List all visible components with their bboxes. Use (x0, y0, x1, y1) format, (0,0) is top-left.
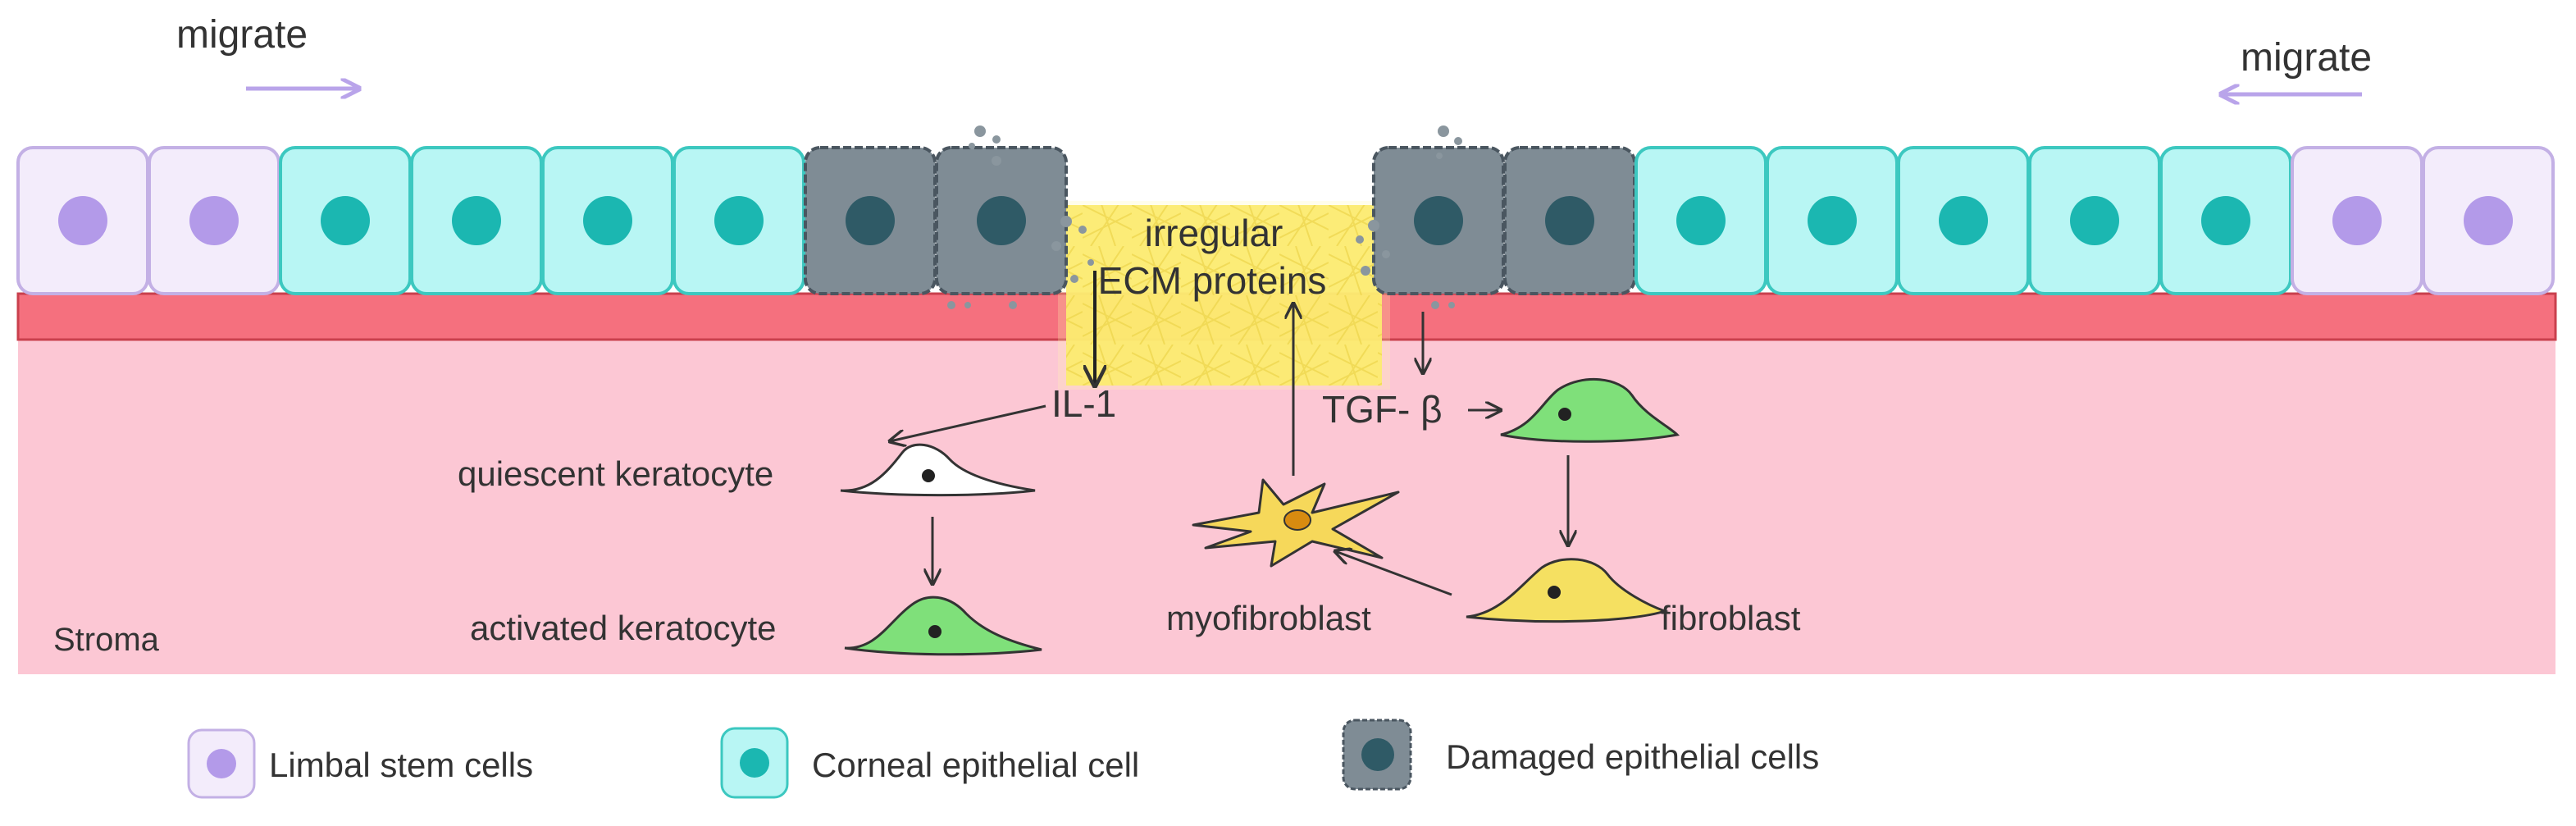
quiescent-keratocyte-nucleus (922, 469, 935, 482)
limbal-epithelial-cell (16, 146, 149, 295)
ecm-wound-area (1058, 201, 1390, 390)
irregular-label: irregular (1145, 212, 1283, 254)
legend-damaged-nucleus (1361, 738, 1394, 771)
stroma-label: Stroma (53, 622, 160, 658)
myofibroblast-label: myofibroblast (1166, 599, 1371, 637)
migrate-right-label: migrate (2241, 36, 2372, 80)
limbal-epithelial-cell (148, 146, 280, 295)
corneal-epithelial-cell (410, 146, 543, 295)
epithelium-right (1372, 146, 2555, 295)
migrate-left-label: migrate (176, 13, 308, 57)
arrow-il1-to-quiescent (890, 404, 1046, 441)
fibroblast-nucleus (1548, 586, 1561, 599)
corneal-cell-nucleus (1939, 196, 1988, 245)
quiescent-keratocyte-label: quiescent keratocyte (458, 454, 773, 493)
damaged-cell-nucleus (977, 196, 1026, 245)
legend-limbal-label: Limbal stem cells (269, 746, 533, 784)
damage-debris (947, 125, 1462, 309)
corneal-epithelial-cell (1766, 146, 1899, 295)
fibroblast-label: fibroblast (1661, 599, 1801, 637)
corneal-epithelial-cell (2028, 146, 2161, 295)
legend-corneal-nucleus (740, 748, 769, 778)
corneal-epithelial-cell (541, 146, 674, 295)
legend-limbal-nucleus (207, 749, 236, 778)
corneal-cell-nucleus (2201, 196, 2250, 245)
damaged-epithelial-cell (935, 146, 1068, 295)
corneal-cell-nucleus (452, 196, 501, 245)
tgf-target-nucleus (1558, 408, 1571, 421)
damaged-cell-nucleus (1545, 196, 1594, 245)
corneal-epithelial-cell (279, 146, 412, 295)
damaged-epithelial-cell (1372, 146, 1505, 295)
il1-label: IL-1 (1051, 382, 1116, 425)
tgf-beta-label: TGF- β (1322, 388, 1443, 431)
limbal-epithelial-cell (2422, 146, 2555, 295)
damaged-epithelial-cell (804, 146, 937, 295)
damaged-epithelial-cell (1503, 146, 1636, 295)
arrow-fibroblast-to-myofibroblast (1335, 551, 1452, 596)
corneal-cell-nucleus (321, 196, 370, 245)
activated-keratocyte-label: activated keratocyte (470, 609, 777, 647)
corneal-cell-nucleus (2070, 196, 2119, 245)
limbal-cell-nucleus (2464, 196, 2513, 245)
corneal-epithelial-cell (2159, 146, 2292, 295)
corneal-epithelial-cell (1897, 146, 2030, 295)
tgf-target-cell (1500, 377, 1680, 443)
limbal-cell-nucleus (2332, 196, 2382, 245)
myofibroblast-nucleus (1283, 509, 1311, 531)
limbal-cell-nucleus (58, 196, 107, 245)
corneal-epithelial-cell (672, 146, 805, 295)
corneal-cell-nucleus (1676, 196, 1726, 245)
corneal-epithelial-cell (1635, 146, 1767, 295)
damaged-cell-nucleus (1414, 196, 1463, 245)
fibroblast-cell (1466, 558, 1669, 623)
activated-keratocyte-nucleus (928, 625, 941, 638)
limbal-cell-nucleus (189, 196, 239, 245)
corneal-cell-nucleus (1808, 196, 1857, 245)
activated-keratocyte-cell (844, 596, 1042, 656)
quiescent-keratocyte-cell (840, 443, 1036, 497)
corneal-cell-nucleus (583, 196, 632, 245)
legend-corneal-label: Corneal epithelial cell (812, 746, 1139, 784)
ecm-proteins-label: ECM proteins (1098, 259, 1327, 302)
corneal-cell-nucleus (714, 196, 764, 245)
legend-damaged-label: Damaged epithelial cells (1446, 737, 1819, 776)
damaged-cell-nucleus (846, 196, 895, 245)
epithelium-left (16, 146, 1068, 295)
limbal-epithelial-cell (2291, 146, 2423, 295)
legend: Limbal stem cells Corneal epithelial cel… (187, 719, 1819, 799)
